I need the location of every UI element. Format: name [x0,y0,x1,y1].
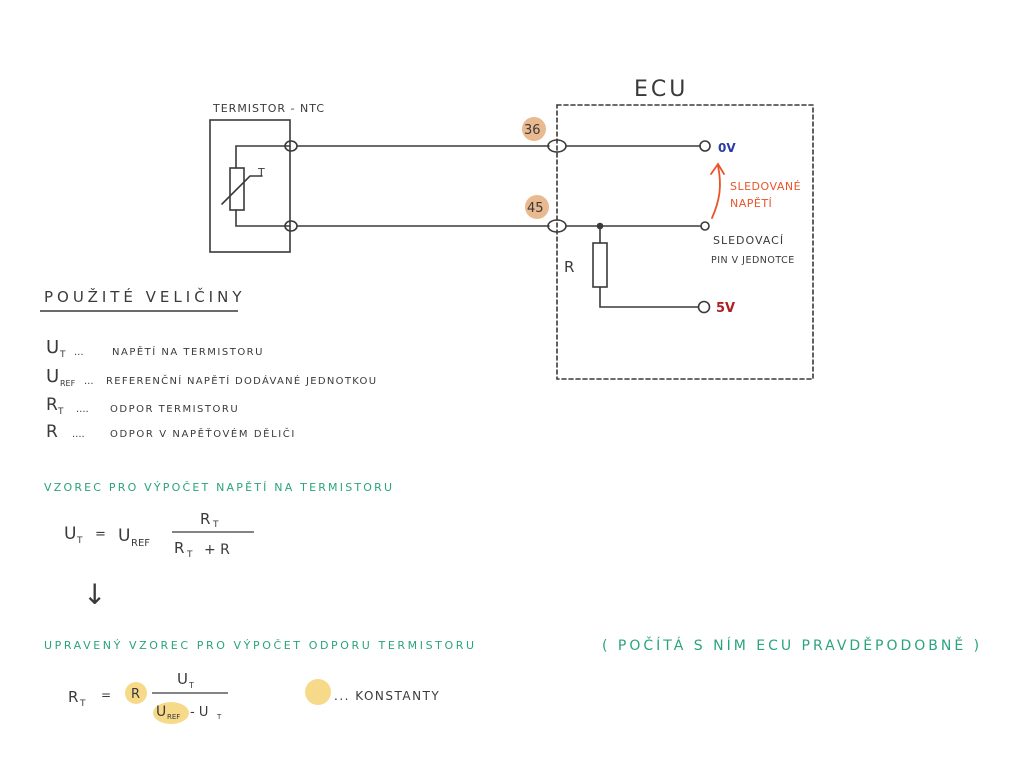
quantity-dots: .... [72,429,85,440]
thermistor-terminal-top [284,140,298,152]
quantity-description: ODPOR V NAPĚŤOVÉM DĚLIČI [110,427,296,440]
thermistor-element [229,167,245,211]
formula2-lhs: R [68,688,78,706]
terminal-5v [697,300,711,314]
formula1: U T = U REF R T R T + R ↓ [64,510,254,611]
sensing-pin-label-1: SLEDOVACÍ [713,234,784,247]
sensed-voltage-arrow [710,162,725,219]
quantity-subscript: REF [60,379,76,388]
quantity-symbol: R [46,395,58,415]
quantity-description: REFERENČNÍ NAPĚTÍ DODÁVANÉ JEDNOTKOU [106,374,377,387]
formula1-denominator-a: R [174,539,184,557]
pin-36-badge [522,117,546,141]
formula2-constant-highlight-r [125,682,147,704]
thermistor-symbol-label: T [257,166,265,179]
quantity-symbol: U [46,337,59,358]
circuit [209,104,814,380]
quantities-title: POUŽITÉ VELIČINY [44,287,245,306]
quantity-description: ODPOR TERMISTORU [110,404,239,415]
formula2-note: ( POČÍTÁ S NÍM ECU PRAVDĚPODOBNĚ ) [602,636,982,654]
resistor-body [592,242,608,288]
legend-constants-text: ... KONSTANTY [334,689,440,703]
quantity-dots: ... [74,347,84,358]
formula2-constant-highlight-uref [153,702,189,724]
quantity-symbol: R [46,422,58,442]
formula2-lhs-sub: T [79,699,86,709]
pin-36-label: 36 [524,123,541,138]
formula2-factor: R [131,687,140,702]
formula2-denominator-b-sub: T [216,713,222,721]
down-arrow: ↓ [83,578,106,611]
formula1-denominator-a-sub: T [186,550,193,560]
formula2-denominator-a: U [156,704,166,720]
sensing-pin-label-2: PIN V JEDNOTCE [711,255,795,266]
sensed-voltage-label-1: SLEDOVANÉ [730,180,801,193]
formula2: R T = R U T U REF - U T ... KONSTANTY [68,670,440,721]
quantity-subscript: T [57,407,64,417]
quantity-description: NAPĚTÍ NA TERMISTORU [112,345,264,358]
terminal-sensing-pin [700,221,710,231]
formula1-equals: = [95,527,106,542]
thermistor-title: TERMISTOR - NTC [212,102,325,115]
formula2-numerator-sub: T [188,681,194,690]
sensed-voltage-label-2: NAPĚTÍ [730,197,772,210]
quantity-subscript: T [59,350,66,360]
ecu-connector-36 [547,139,567,153]
quantity-dots: ... [84,376,94,387]
thermistor-ntc-slash [221,175,263,205]
formula1-lhs: U [64,524,76,544]
zero-volt-label: 0V [718,141,736,155]
quantities-list: U T ... NAPĚTÍ NA TERMISTORU U REF ... R… [46,337,377,442]
formula1-lhs-sub: T [76,536,83,546]
resistor-label: R [564,258,574,276]
legend-highlight-swatch [305,679,331,705]
ecu-box [556,104,814,380]
ecu-title: ECU [634,77,688,102]
pin-45-badge [525,195,549,219]
formula2-denominator-minus: - U [190,705,208,720]
quantity-dots: .... [76,404,89,415]
formula1-numerator-sub: T [212,520,219,530]
formula2-numerator: U [177,670,188,688]
thermistor-terminal-bottom [284,220,298,232]
formula2-equals: = [101,688,111,702]
formula2-denominator-a-sub: REF [167,713,180,721]
formula1-denominator-plus: + R [204,542,230,558]
formula1-numerator: R [200,510,210,528]
terminal-0v [699,140,711,152]
formula1-factor: U [118,526,130,546]
resistor-lead-bottom [599,286,699,308]
pin-45-label: 45 [527,201,544,216]
thermistor-box [209,119,291,253]
quantity-symbol: U [46,366,59,387]
formula2-heading: UPRAVENÝ VZOREC PRO VÝPOČET ODPORU TERMI… [44,639,477,652]
thermistor-inner-lead [235,145,291,227]
ecu-connector-45 [547,219,567,233]
formula1-heading: VZOREC PRO VÝPOČET NAPĚTÍ NA TERMISTORU [44,481,394,494]
five-volt-label: 5V [716,301,735,316]
formula1-factor-sub: REF [131,538,150,549]
